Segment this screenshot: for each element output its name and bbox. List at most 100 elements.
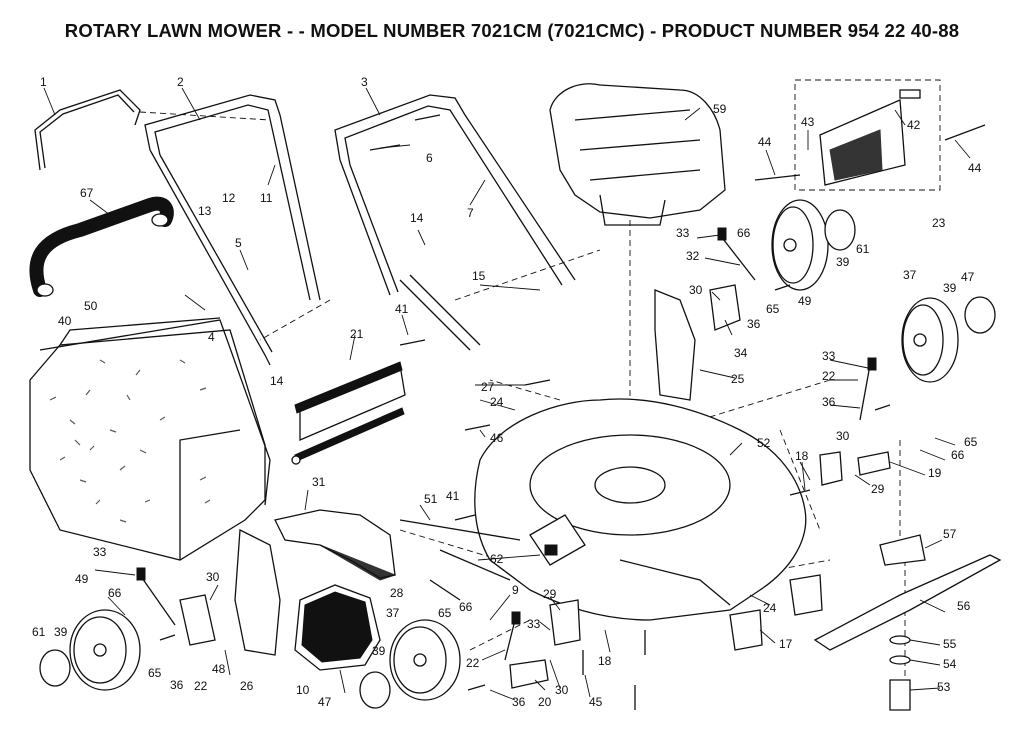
callout-36-mid: 36 [512, 695, 526, 709]
callout-22-mid: 22 [466, 656, 480, 670]
part-19-axle-bracket [819, 451, 891, 486]
part-67-handle-grip [29, 196, 174, 297]
callout-33-top: 33 [676, 226, 690, 240]
part-23-rear-flap [819, 89, 921, 186]
callout-41-lower: 41 [446, 489, 460, 503]
callout-29-lower: 29 [543, 587, 557, 601]
diagram-title: ROTARY LAWN MOWER - - MODEL NUMBER 7021C… [64, 20, 960, 41]
callout-5: 5 [235, 236, 242, 250]
callout-51: 51 [424, 492, 438, 506]
callout-32: 32 [686, 249, 700, 263]
callout-65-right: 65 [964, 435, 978, 449]
callout-65-top: 65 [766, 302, 780, 316]
part-56-blade [813, 534, 1002, 711]
part-2-upper-handle [144, 94, 321, 366]
callout-46: 46 [490, 431, 504, 445]
callout-48: 48 [212, 662, 226, 676]
callout-41-upper: 41 [395, 302, 409, 316]
callout-59: 59 [713, 102, 727, 116]
callout-31: 31 [312, 475, 326, 489]
callout-15: 15 [472, 269, 486, 283]
callout-28: 28 [390, 586, 404, 600]
callout-47-left: 47 [318, 695, 332, 709]
callout-33-left: 33 [93, 545, 107, 559]
callout-20: 20 [538, 695, 552, 709]
callout-36-left: 36 [170, 678, 184, 692]
callout-6: 6 [426, 151, 433, 165]
callout-62: 62 [490, 552, 504, 566]
callout-55: 55 [943, 637, 957, 651]
callout-39-top: 39 [836, 255, 850, 269]
callout-33-right: 33 [822, 349, 836, 363]
callout-9: 9 [512, 583, 519, 597]
callout-18-right: 18 [795, 449, 809, 463]
part-49-wheel-front-left [39, 609, 141, 691]
fastener-bolts [159, 114, 986, 710]
callout-45: 45 [589, 695, 603, 709]
callout-67: 67 [80, 186, 94, 200]
callout-34: 34 [734, 346, 748, 360]
callout-52: 52 [757, 436, 771, 450]
callout-47-right: 47 [961, 270, 975, 284]
callout-12: 12 [222, 191, 236, 205]
callout-22-right: 22 [822, 369, 836, 383]
callout-39-mid: 39 [372, 644, 386, 658]
callout-1: 1 [40, 75, 47, 89]
part-1-control-bail [34, 89, 141, 171]
part-37-wheel-rear-left [359, 619, 461, 709]
part-26-height-adjuster-bracket [179, 528, 281, 656]
part-22-adjuster-levers [136, 227, 877, 661]
callout-33-mid: 33 [527, 617, 541, 631]
part-31-mulch-plug [274, 509, 397, 581]
callout-11: 11 [260, 191, 273, 205]
part-49-wheel-front-right [771, 199, 856, 291]
callout-66-left: 66 [108, 586, 122, 600]
callout-66-right: 66 [951, 448, 965, 462]
callout-49-left: 49 [75, 572, 89, 586]
callout-30-top: 30 [689, 283, 703, 297]
callout-13: 13 [198, 204, 212, 218]
callout-30-mid: 30 [555, 683, 569, 697]
part-20-axle-bracket [509, 599, 581, 689]
callout-7: 7 [467, 206, 474, 220]
callout-56: 56 [957, 599, 971, 613]
callout-44-right: 44 [968, 161, 982, 175]
callout-2: 2 [177, 75, 184, 89]
callout-49-right: 49 [798, 294, 812, 308]
callout-18-lower: 18 [598, 654, 612, 668]
callout-37-right: 37 [903, 268, 917, 282]
part-10-discharge-cover [294, 584, 381, 671]
callout-30-left: 30 [206, 570, 220, 584]
callout-27: 27 [481, 380, 495, 394]
callout-57: 57 [943, 527, 957, 541]
callout-39-left: 39 [54, 625, 68, 639]
callout-14-upper: 14 [410, 211, 424, 225]
callout-24-upper: 24 [490, 395, 504, 409]
callout-43: 43 [801, 115, 815, 129]
callout-22-left: 22 [194, 679, 208, 693]
callout-4: 4 [208, 330, 215, 344]
callout-labels: 1 2 3 67 13 12 11 6 7 14 5 15 4 40 50 41… [32, 75, 982, 709]
part-37-wheel-rear-right [901, 296, 996, 383]
callout-14-lower: 14 [270, 374, 284, 388]
part-52-mower-deck [474, 398, 807, 621]
callout-66-mid: 66 [459, 600, 473, 614]
callout-24-lower: 24 [763, 601, 777, 615]
part-3-lower-handle [334, 94, 576, 351]
part-40-grass-catcher [29, 317, 271, 561]
callout-25: 25 [731, 372, 745, 386]
callout-42: 42 [907, 118, 921, 132]
part-21-rear-deflector [291, 361, 406, 465]
callout-21: 21 [350, 327, 364, 341]
part-17-brackets [729, 574, 823, 651]
callout-36-top: 36 [747, 317, 761, 331]
callout-39-right: 39 [943, 281, 957, 295]
callout-30-right: 30 [836, 429, 850, 443]
callout-53: 53 [937, 680, 951, 694]
callout-40: 40 [58, 314, 72, 328]
part-59-engine [549, 83, 726, 226]
leader-lines [43, 87, 971, 701]
callout-36-right: 36 [822, 395, 836, 409]
callout-29-right: 29 [871, 482, 885, 496]
